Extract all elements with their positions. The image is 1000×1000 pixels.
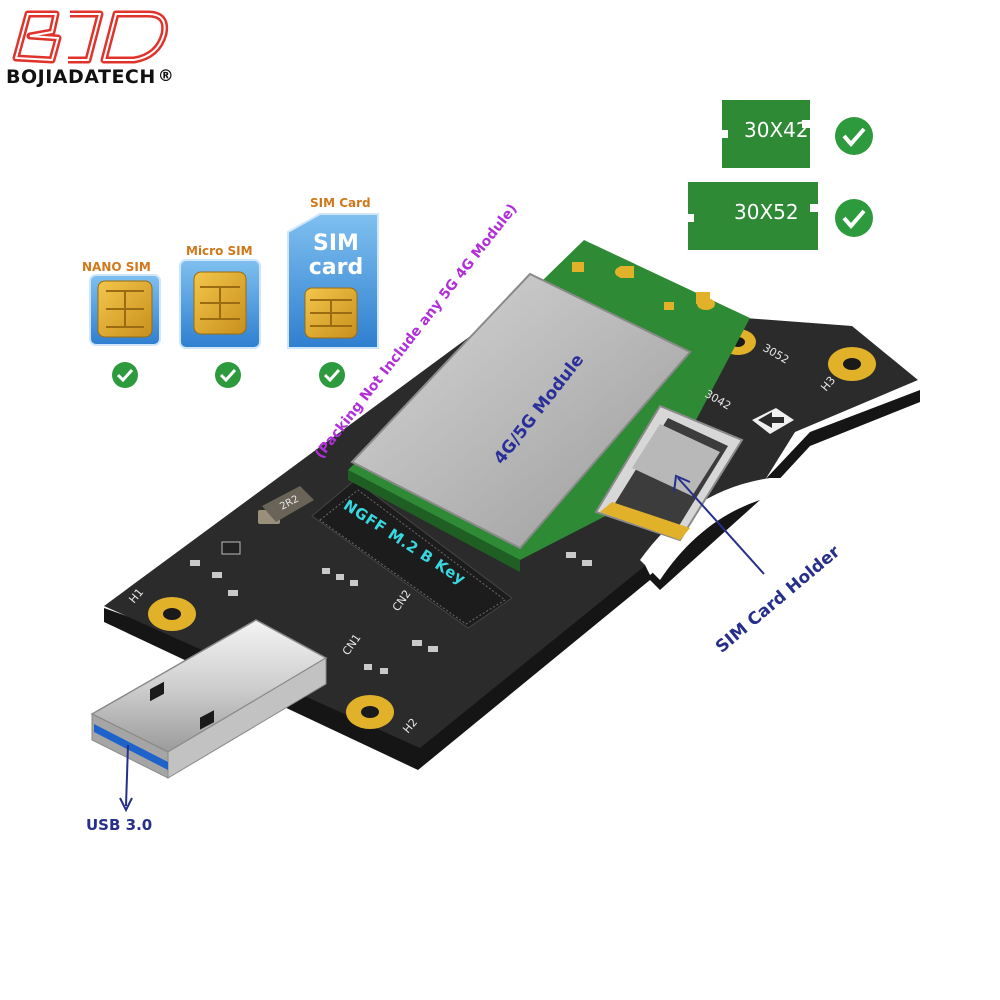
nano-sim-icon <box>89 274 161 346</box>
sim-card-line1-label: SIM <box>313 231 359 256</box>
check-icon <box>835 117 873 155</box>
sim-card-line2-label: card <box>309 255 363 280</box>
smd-components <box>190 510 592 674</box>
m2-slot-connector <box>311 479 513 629</box>
insert-direction-arrow-icon <box>752 408 794 434</box>
inductor: 2R2 <box>262 486 314 522</box>
usb-plug <box>90 619 328 779</box>
module-size-card-30x42 <box>722 100 810 168</box>
brand-name-text: BOJIADATECH <box>6 66 156 88</box>
standard-sim-icon: SIM card <box>287 213 379 349</box>
module-size-card-30x52 <box>688 182 818 250</box>
brand-name: BOJIADATECH® <box>6 66 174 88</box>
nano-sim-label: NANO SIM <box>82 260 151 274</box>
brand-logo-icon <box>12 10 169 64</box>
check-icon <box>112 362 138 388</box>
check-icon <box>835 199 873 237</box>
mounting-hole-h3 <box>828 347 876 381</box>
module-shield <box>350 272 692 550</box>
micro-sim-icon <box>179 259 261 349</box>
sim-card-holder <box>594 404 744 542</box>
usb-label: USB 3.0 <box>86 816 153 834</box>
standard-sim-label: SIM Card <box>310 196 371 210</box>
check-icon <box>319 362 345 388</box>
mounting-hole-h2 <box>346 695 394 729</box>
usb-callout-arrow <box>119 744 133 813</box>
sim-holder-callout-arrow <box>673 474 765 575</box>
module-size-30x52-label: 30X52 <box>734 200 799 224</box>
check-icon <box>215 362 241 388</box>
mounting-hole-h1 <box>148 597 196 631</box>
micro-sim-label: Micro SIM <box>186 244 253 258</box>
module-size-30x42-label: 30X42 <box>744 118 809 142</box>
registered-mark: ® <box>157 66 175 85</box>
